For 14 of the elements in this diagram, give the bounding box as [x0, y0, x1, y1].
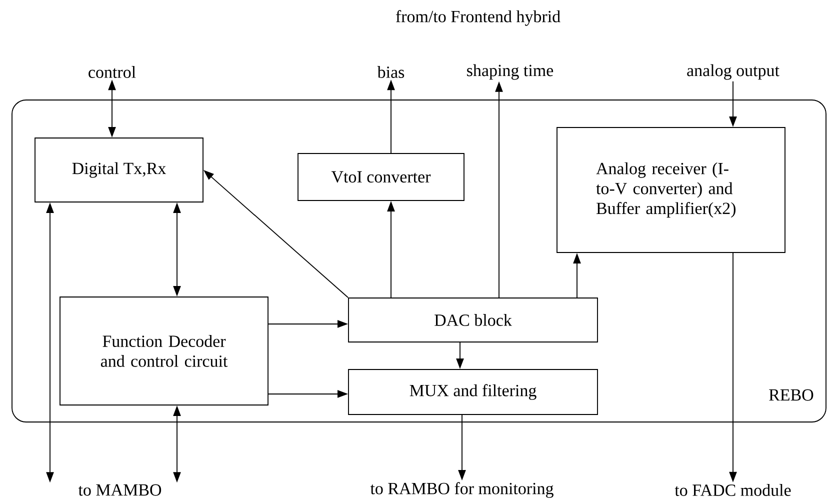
signal-label: control — [88, 66, 136, 78]
destination-label: to FADC module — [674, 484, 791, 496]
process-box: Analog receiver (I-to-V converter) and Buffer amplifier(x2) — [556, 127, 786, 253]
heading: from/to Frontend hybrid — [396, 10, 560, 26]
process-box: VtoI converter — [298, 153, 464, 201]
signal-label: bias — [377, 66, 404, 78]
destination-label: to RAMBO for monitoring — [370, 482, 554, 498]
process-box: Digital Tx,Rx — [34, 138, 204, 202]
process-box: Function Decoder and control circuit — [60, 296, 268, 406]
process-box: DAC block — [348, 298, 598, 342]
destination-label: to MAMBO — [78, 484, 162, 496]
process-box: MUX and filtering — [348, 369, 598, 415]
signal-label: shaping time — [467, 64, 554, 80]
signal-label: analog output — [687, 64, 780, 80]
